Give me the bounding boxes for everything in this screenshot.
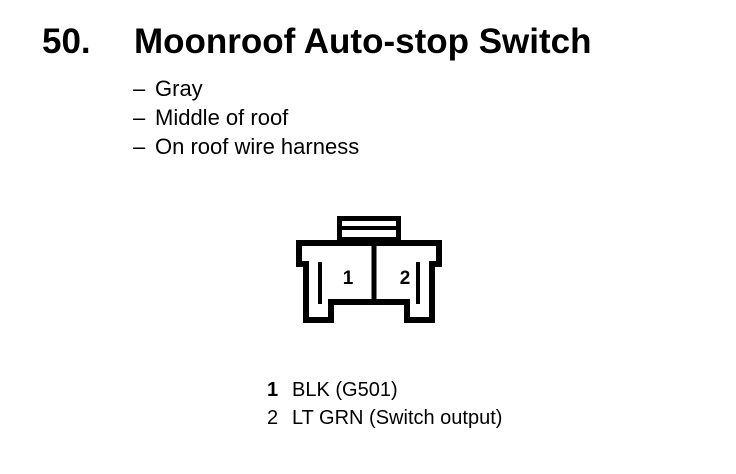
- detail-text: Middle of roof: [155, 105, 289, 130]
- component-title: Moonroof Auto-stop Switch: [134, 22, 592, 61]
- detail-text: On roof wire harness: [155, 134, 360, 159]
- pinout-row: 1 BLK (G501): [267, 376, 502, 404]
- connector-diagram: 1 2: [296, 216, 442, 323]
- connector-pin-label-2: 2: [400, 268, 411, 289]
- detail-harness: –On roof wire harness: [133, 132, 359, 161]
- detail-dash: –: [133, 105, 146, 130]
- pin-description: LT GRN (Switch output): [292, 407, 503, 429]
- connector-pin-label-1: 1: [343, 268, 354, 289]
- detail-dash: –: [133, 76, 146, 101]
- detail-dash: –: [133, 134, 146, 159]
- pinout-list: 1 BLK (G501) 2 LT GRN (Switch output): [267, 376, 502, 432]
- pin-description: BLK (G501): [292, 379, 398, 401]
- detail-color: –Gray: [133, 74, 359, 103]
- pin-number: 1: [267, 379, 279, 401]
- pinout-row: 2 LT GRN (Switch output): [267, 404, 502, 432]
- detail-text: Gray: [155, 76, 203, 101]
- location-details: –Gray –Middle of roof –On roof wire harn…: [133, 74, 359, 161]
- component-number: 50.: [42, 22, 91, 61]
- connector-body: [296, 240, 442, 323]
- pin-number: 2: [267, 407, 279, 429]
- detail-location: –Middle of roof: [133, 103, 359, 132]
